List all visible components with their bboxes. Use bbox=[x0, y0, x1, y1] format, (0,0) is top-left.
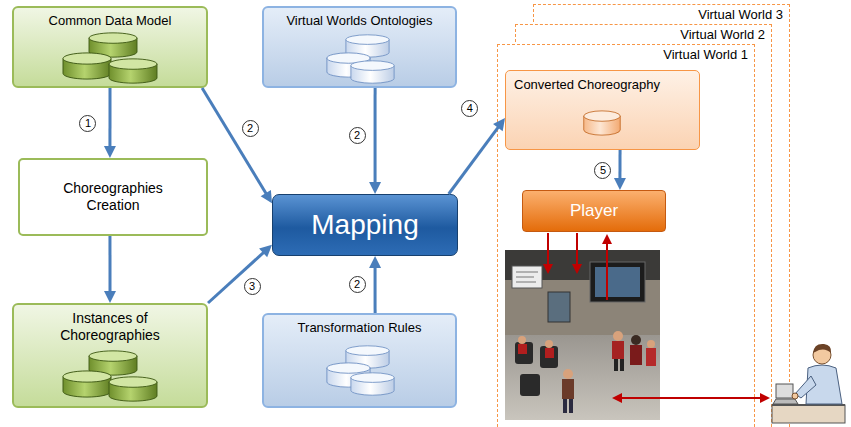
arrow-head bbox=[614, 178, 626, 190]
arrow-head bbox=[493, 118, 505, 131]
callout-number: 4 bbox=[461, 100, 478, 117]
database-icon bbox=[63, 53, 111, 79]
callout-number: 1 bbox=[79, 115, 96, 132]
arrow-head bbox=[104, 146, 116, 158]
node-label: Mapping bbox=[311, 208, 418, 242]
connector-line bbox=[108, 236, 111, 293]
node-label: Virtual World 2 bbox=[680, 27, 765, 43]
node-label: Player bbox=[570, 201, 618, 221]
callout-number: 3 bbox=[244, 278, 261, 295]
node-label: Virtual Worlds Ontologies bbox=[286, 13, 432, 29]
arrow-head bbox=[259, 245, 272, 258]
user-figure bbox=[772, 344, 845, 423]
connector-arrow bbox=[369, 88, 381, 194]
database-icon bbox=[351, 61, 394, 83]
virtual-world-screenshot bbox=[505, 250, 660, 420]
node-label: Common Data Model bbox=[49, 13, 172, 29]
connector-arrow bbox=[202, 88, 272, 203]
node-label: Choreographies Creation bbox=[53, 180, 173, 214]
arrow-head bbox=[369, 182, 381, 194]
process-box: Mapping bbox=[272, 194, 458, 256]
arrow-head bbox=[369, 256, 381, 268]
connector-line bbox=[449, 126, 499, 194]
process-box: Player bbox=[522, 190, 666, 232]
database-icon bbox=[109, 377, 157, 401]
connector-line bbox=[202, 88, 267, 195]
database-icon bbox=[351, 373, 394, 395]
connector-arrow bbox=[104, 236, 116, 303]
connector-arrow bbox=[208, 245, 272, 303]
connector-line bbox=[108, 88, 111, 148]
arrow-head bbox=[104, 291, 116, 303]
callout-number: 5 bbox=[594, 162, 611, 179]
database-icon bbox=[584, 111, 620, 135]
connector-arrow bbox=[104, 88, 116, 158]
connector-line bbox=[618, 150, 621, 180]
arrow-head bbox=[261, 190, 272, 203]
database-icon bbox=[63, 371, 111, 397]
node-label: Virtual World 1 bbox=[663, 47, 748, 63]
connector-arrow bbox=[449, 118, 505, 194]
node-label: Transformation Rules bbox=[298, 320, 422, 336]
connector-line bbox=[208, 252, 265, 303]
callout-number: 2 bbox=[349, 127, 366, 144]
node-label: Virtual World 3 bbox=[698, 7, 783, 23]
connector-arrow bbox=[369, 256, 381, 313]
connector-line bbox=[374, 88, 377, 184]
callout-number: 2 bbox=[349, 276, 366, 293]
node-label: Instances of Choreographies bbox=[50, 310, 170, 344]
data-store-box: Converted Choreography bbox=[505, 70, 700, 150]
connector-line bbox=[374, 266, 377, 313]
node-label: Converted Choreography bbox=[514, 77, 660, 93]
database-icon bbox=[109, 59, 157, 83]
callout-number: 2 bbox=[242, 120, 259, 137]
process-box: Choreographies Creation bbox=[18, 158, 208, 236]
interaction-arrows bbox=[543, 233, 770, 403]
connector-arrow bbox=[614, 150, 626, 190]
